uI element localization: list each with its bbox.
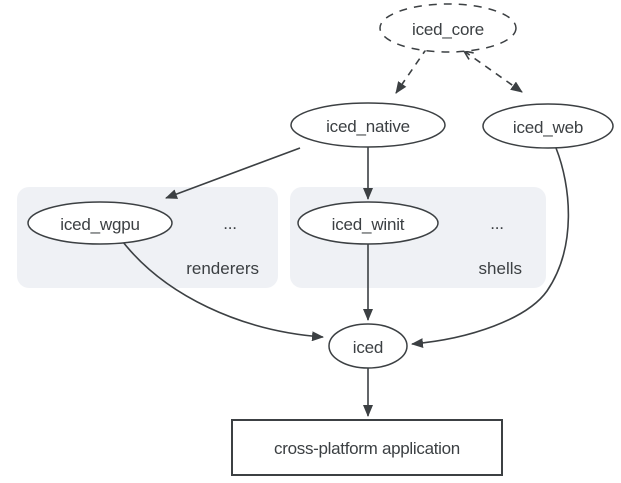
- group-shells-label: shells: [479, 259, 522, 278]
- edge-core-to-web: [464, 51, 522, 93]
- edge-core-to-native: [395, 47, 428, 94]
- edges: [122, 47, 570, 417]
- node-iced-wgpu-label: iced_wgpu: [60, 215, 139, 234]
- node-app-shape: [231, 419, 503, 476]
- node-iced-wgpu: iced_wgpu: [27, 201, 173, 245]
- node-iced-core-label: iced_core: [412, 20, 484, 39]
- edge-wgpu-to-iced: [122, 241, 324, 342]
- node-iced-web-shape: [482, 103, 614, 149]
- node-iced-shape: [328, 323, 408, 369]
- node-iced-core: iced_core: [379, 3, 517, 53]
- node-iced-winit-label: iced_winit: [332, 215, 405, 234]
- node-iced-core-shape: [379, 3, 517, 53]
- node-iced-winit-shape: [297, 201, 439, 245]
- node-iced-web: iced_web: [482, 103, 614, 149]
- node-iced-native: iced_native: [290, 102, 446, 148]
- node-iced-native-shape: [290, 102, 446, 148]
- group-renderers-ellipsis: ...: [223, 214, 237, 233]
- node-app-label: cross-platform application: [274, 439, 460, 458]
- node-iced: iced: [328, 323, 408, 369]
- edge-native-to-wgpu: [165, 147, 301, 199]
- edge-web-to-iced: [411, 147, 570, 349]
- node-iced-winit: iced_winit: [297, 201, 439, 245]
- node-iced-native-label: iced_native: [326, 117, 410, 136]
- node-iced-web-label: iced_web: [513, 118, 583, 137]
- node-iced-wgpu-shape: [27, 201, 173, 245]
- group-renderers-label: renderers: [186, 259, 259, 278]
- group-shells-ellipsis: ...: [490, 214, 504, 233]
- node-cross-platform-application: cross-platform application: [231, 419, 503, 476]
- node-iced-label: iced: [353, 338, 383, 357]
